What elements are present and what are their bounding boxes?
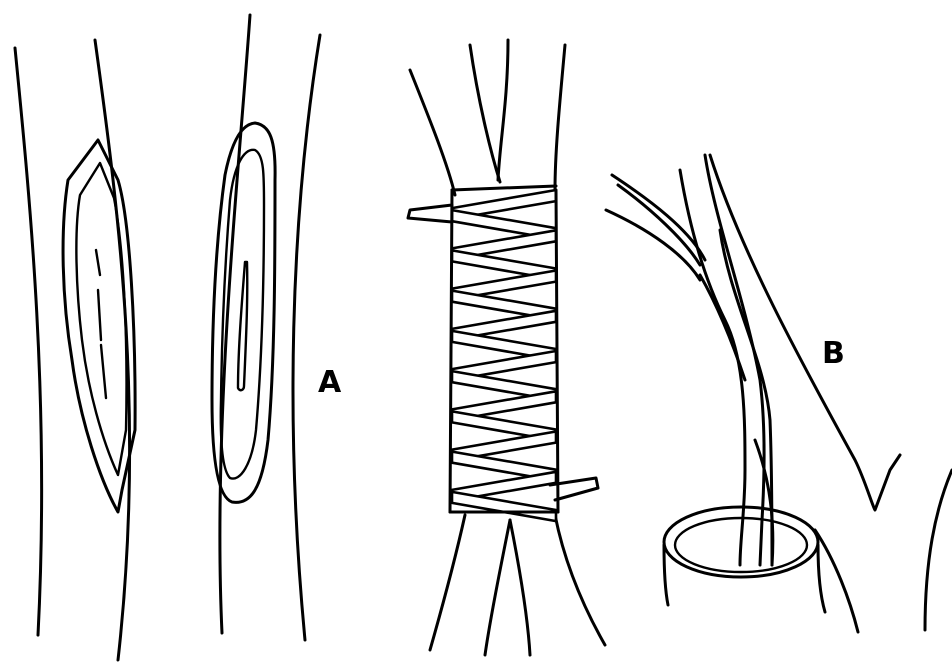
tape-wrap-edge xyxy=(450,190,452,512)
label-b: B xyxy=(822,336,845,371)
stem-with-cut-2 xyxy=(212,15,320,640)
stock-b-right-branch xyxy=(710,155,900,510)
scion-b-mid-edge-2 xyxy=(720,230,772,565)
stem-1-inner-outline xyxy=(76,163,126,475)
scion-inner-line xyxy=(498,40,508,180)
scion-b-strand-2 xyxy=(618,185,700,265)
stem-with-cut-1 xyxy=(15,40,135,660)
rootstock-b-right-edge xyxy=(818,545,825,612)
scion-split-line xyxy=(470,45,500,182)
stem-2-cut-slit xyxy=(238,262,247,390)
scion-b-mid-edge xyxy=(705,155,764,565)
stem-2-right-edge xyxy=(293,35,320,640)
rootstock-left-edge xyxy=(430,515,465,650)
rootstock-center-left xyxy=(485,520,510,655)
stem-1-cut-slit xyxy=(96,250,106,398)
neighbor-stem-edge xyxy=(925,470,952,630)
tape-wrap-edge xyxy=(452,186,556,190)
wrapped-graft-union xyxy=(408,40,605,655)
scion-right-edge xyxy=(555,45,565,190)
stock-b-outer-edge xyxy=(815,530,858,632)
stem-1-left-edge xyxy=(15,48,42,635)
label-a: A xyxy=(318,365,342,400)
tape-band xyxy=(452,492,556,521)
scion-left-edge xyxy=(410,70,455,195)
tape-wrap-edge xyxy=(556,190,558,512)
cleft-graft xyxy=(606,155,952,632)
tape-wrap-bands xyxy=(450,186,558,521)
rootstock-right-edge xyxy=(555,515,605,645)
rootstock-center-right xyxy=(510,520,530,655)
stem-1-right-edge xyxy=(95,40,130,660)
tape-start-tail xyxy=(408,205,452,222)
